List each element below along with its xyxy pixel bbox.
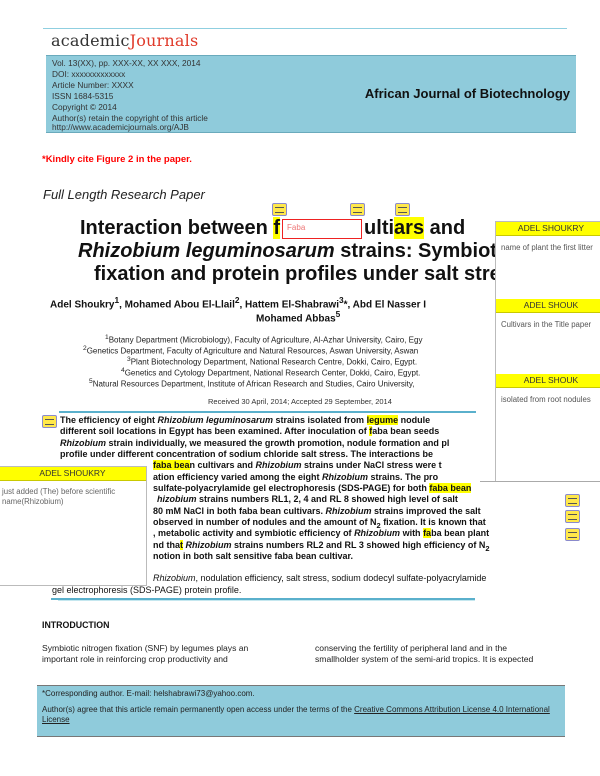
abstract-line: profile under different concentration of… (60, 449, 434, 459)
comment-text[interactable]: isolated from root nodules (501, 395, 591, 404)
affiliation: 2Genetics Department, Faculty of Agricul… (83, 345, 419, 356)
comment-text[interactable]: just added (The) before scientific name(… (2, 487, 116, 506)
abstract-line: Rhizobium strain individually, we measur… (60, 438, 450, 448)
comment-popup: ADEL SHOUKRY just added (The) before sci… (0, 466, 147, 586)
header-rule (43, 28, 567, 29)
comment-note-icon[interactable] (42, 415, 57, 428)
abstract-line: 80 mM NaCl in both faba bean cultivars. … (153, 506, 481, 516)
abstract-line: hizobium strains numbers RL1, 2, 4 and R… (157, 494, 458, 504)
keywords-line: Rhizobium, nodulation efficiency, salt s… (153, 573, 487, 583)
text-edit-box[interactable]: Faba (282, 218, 363, 239)
abstract-line: The efficiency of eight Rhizobium legumi… (60, 415, 431, 425)
journal-url[interactable]: http://www.academicjournals.org/AJB (52, 122, 189, 132)
abstract-line: ation efficiency varied among the eight … (153, 472, 439, 482)
comment-author[interactable]: ADEL SHOUKRY (0, 467, 146, 481)
journal-title: African Journal of Biotechnology (364, 86, 570, 101)
received-dates: Received 30 April, 2014; Accepted 29 Sep… (208, 397, 392, 406)
intro-text: important role in reinforcing crop produ… (42, 654, 228, 664)
affiliation: 5Natural Resources Department, Institute… (89, 378, 415, 389)
comment-note-icon[interactable] (565, 494, 580, 507)
journal-header-band: Vol. 13(XX), pp. XXX-XX, XX XXX, 2014 DO… (46, 55, 576, 133)
article-number: Article Number: XXXX (52, 80, 134, 90)
license-link[interactable]: Creative Commons Attribution License 4.0… (42, 705, 550, 724)
comment-text[interactable]: Cultivars in the Title paper (501, 320, 592, 329)
authors-line-1: Adel Shoukry1, Mohamed Abou El-Llail2, H… (50, 295, 427, 311)
license-note: Author(s) agree that this article remain… (42, 705, 550, 724)
cite-note: *Kindly cite Figure 2 in the paper. (42, 154, 192, 165)
abstract-line: notion in both salt sensitive faba bean … (153, 551, 354, 561)
comment-author[interactable]: ADEL SHOUKRY (496, 222, 600, 236)
affiliation: 4Genetics and Cytology Department, Natio… (121, 367, 421, 378)
title-line-2: Rhizobium leguminosarum strains: Symbiot (78, 240, 497, 262)
comment-text[interactable]: name of plant the first litter (501, 243, 593, 252)
affiliation: 3Plant Biotechnology Department, Nationa… (127, 356, 418, 367)
authors-line-2: Mohamed Abbas5 (256, 309, 341, 325)
title-highlight: f (273, 217, 281, 239)
title-text: and (424, 217, 466, 239)
affiliation: 1Botany Department (Microbiology), Facul… (105, 334, 423, 345)
volume-info: Vol. 13(XX), pp. XXX-XX, XX XXX, 2014 (52, 58, 201, 68)
abstract-line: observed in number of nodules and the am… (153, 517, 486, 530)
publisher-logo: academicJournals (51, 31, 199, 50)
comment-author[interactable]: ADEL SHOUK (496, 374, 600, 388)
abstract-line: sulfate-polyacrylamide gel electrophores… (153, 483, 472, 493)
footnote-band: *Corresponding author. E-mail: helshabra… (37, 685, 565, 737)
abstract-top-rule (59, 411, 476, 413)
paper-type: Full Length Research Paper (43, 187, 205, 202)
abstract-line: faba bean cultivars and Rhizobium strain… (153, 460, 442, 470)
comment-connector (480, 481, 600, 482)
title-text: Interaction between (80, 217, 274, 239)
title-line-1: Interaction between f Faba ultiars and (80, 217, 465, 239)
abstract-bottom-rule (51, 598, 475, 600)
copyright-note: Author(s) retain the copyright of this a… (52, 113, 208, 123)
comment-author[interactable]: ADEL SHOUK (496, 299, 600, 313)
copyright: Copyright © 2014 (52, 102, 117, 112)
abstract-line: , metabolic activity and symbiotic effic… (153, 528, 490, 538)
intro-text: Symbiotic nitrogen fixation (SNF) by leg… (42, 643, 249, 653)
title-text: ulti (364, 217, 395, 239)
doi: DOI: xxxxxxxxxxxxx (52, 69, 126, 79)
issn: ISSN 1684-5315 (52, 91, 114, 101)
abstract-bottom-rule-light (58, 600, 475, 601)
comment-note-icon[interactable] (565, 510, 580, 523)
comment-note-icon[interactable] (350, 203, 365, 216)
comments-panel: ADEL SHOUKRY name of plant the first lit… (495, 221, 600, 482)
text-edit-value[interactable]: Faba (287, 222, 306, 232)
keywords-line: gel electrophoresis (SDS-PAGE) protein p… (52, 585, 242, 595)
intro-text: smallholder system of the semi-arid trop… (315, 654, 534, 664)
intro-text: conserving the fertility of peripheral l… (315, 643, 508, 653)
comment-note-icon[interactable] (565, 528, 580, 541)
corresponding-author: *Corresponding author. E-mail: helshabra… (42, 689, 255, 698)
section-heading-introduction: INTRODUCTION (42, 620, 110, 630)
title-highlight: ars (394, 217, 425, 239)
comment-note-icon[interactable] (272, 203, 287, 216)
abstract-line: different soil locations in Egypt has be… (60, 426, 440, 436)
comment-note-icon[interactable] (395, 203, 410, 216)
abstract-line: nd that Rhizobium strains numbers RL2 an… (153, 540, 490, 553)
title-line-3: fixation and protein profiles under salt… (94, 263, 501, 285)
